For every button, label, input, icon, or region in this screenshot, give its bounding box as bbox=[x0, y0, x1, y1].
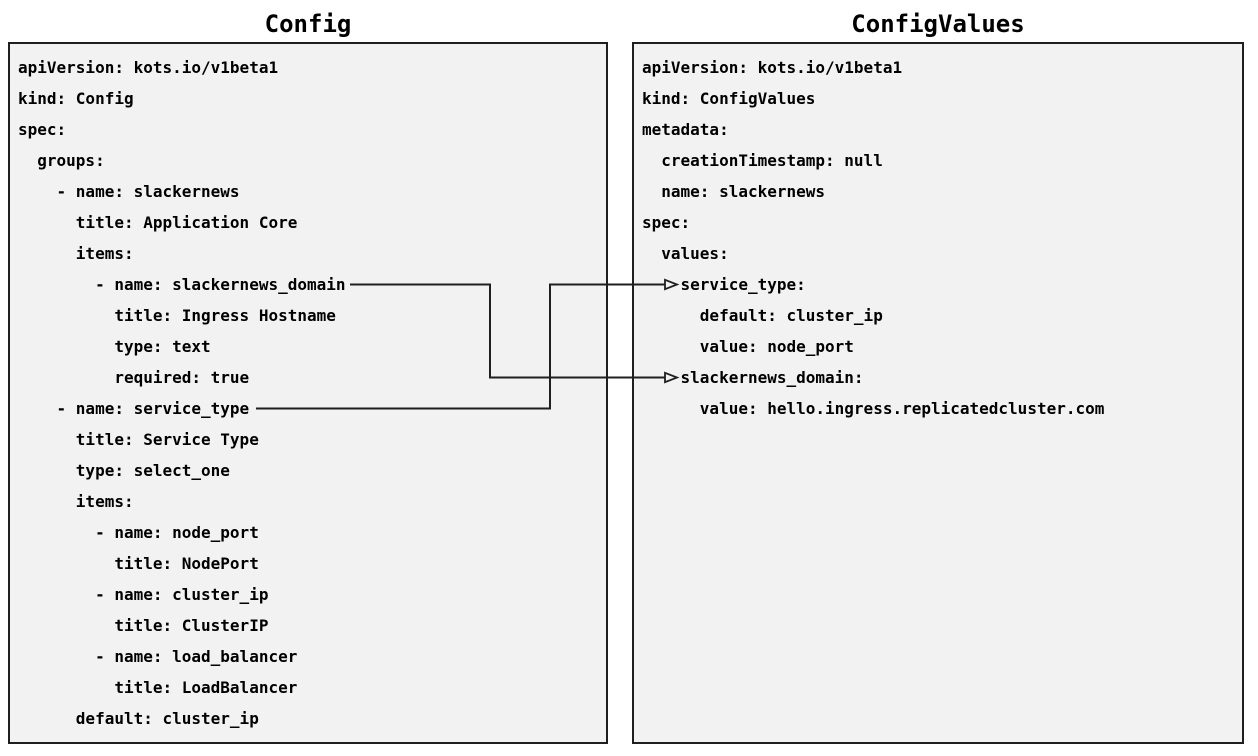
yaml-line: apiVersion: kots.io/v1beta1 bbox=[18, 58, 279, 77]
yaml-line: spec: bbox=[18, 120, 67, 139]
yaml-line: groups: bbox=[18, 151, 105, 170]
yaml-line: values: bbox=[642, 244, 729, 263]
yaml-line: title: Ingress Hostname bbox=[18, 306, 336, 325]
yaml-line: kind: ConfigValues bbox=[642, 89, 816, 108]
yaml-line: value: hello.ingress.replicatedcluster.c… bbox=[642, 399, 1105, 418]
yaml-line: metadata: bbox=[642, 120, 729, 139]
config-panel-title: Config bbox=[264, 10, 352, 38]
yaml-line: name: slackernews bbox=[642, 182, 826, 201]
yaml-line: title: LoadBalancer bbox=[18, 678, 298, 697]
yaml-line: type: select_one bbox=[18, 461, 230, 480]
yaml-line: creationTimestamp: null bbox=[642, 151, 883, 170]
yaml-line: - name: slackernews_domain bbox=[18, 275, 346, 294]
yaml-line: spec: bbox=[642, 213, 691, 232]
configvalues-yaml-panel: apiVersion: kots.io/v1beta1 kind: ConfigV… bbox=[632, 42, 1244, 744]
config-yaml-panel: apiVersion: kots.io/v1beta1 kind: Config s… bbox=[8, 42, 608, 744]
yaml-line: default: cluster_ip bbox=[642, 306, 883, 325]
yaml-line: title: NodePort bbox=[18, 554, 259, 573]
yaml-line: - name: service_type bbox=[18, 399, 250, 418]
yaml-line: title: Application Core bbox=[18, 213, 298, 232]
yaml-line: type: text bbox=[18, 337, 211, 356]
yaml-line: title: ClusterIP bbox=[18, 616, 269, 635]
yaml-line: slackernews_domain: bbox=[642, 368, 864, 387]
yaml-line: required: true bbox=[18, 368, 250, 387]
yaml-line: value: node_port bbox=[642, 337, 854, 356]
yaml-line: - name: slackernews bbox=[18, 182, 240, 201]
yaml-line: kind: Config bbox=[18, 89, 134, 108]
yaml-line: service_type: bbox=[642, 275, 806, 294]
yaml-line: apiVersion: kots.io/v1beta1 bbox=[642, 58, 903, 77]
configvalues-panel-title: ConfigValues bbox=[851, 10, 1025, 38]
yaml-line: default: cluster_ip bbox=[18, 709, 259, 728]
yaml-line: items: bbox=[18, 492, 134, 511]
yaml-line: items: bbox=[18, 244, 134, 263]
yaml-line: title: Service Type bbox=[18, 430, 259, 449]
yaml-line: - name: cluster_ip bbox=[18, 585, 269, 604]
yaml-line: - name: node_port bbox=[18, 523, 259, 542]
yaml-line: - name: load_balancer bbox=[18, 647, 298, 666]
